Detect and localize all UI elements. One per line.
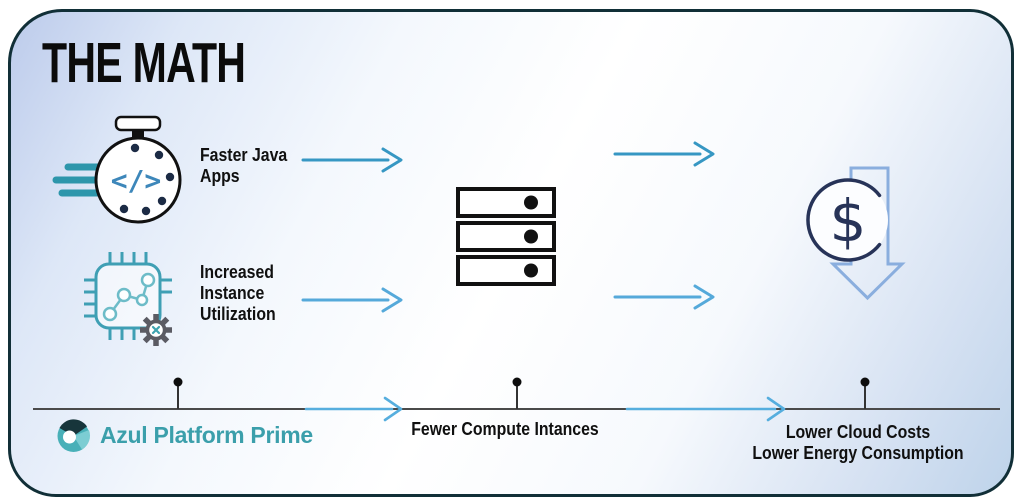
flow-arrow-top-left (301, 147, 403, 173)
dollar-down-arrow-icon: $ (795, 156, 910, 321)
svg-text:</>: </> (111, 164, 162, 197)
flow-arrow-bottom-right (613, 284, 715, 310)
azul-logo: Azul Platform Prime (55, 417, 313, 454)
azul-logo-icon (57, 419, 91, 452)
flow-arrow-bottom-left (301, 287, 403, 313)
flow-arrow-top-right (613, 141, 715, 167)
down-arrow-outline (829, 166, 906, 301)
brand-name: Azul Platform Prime (100, 422, 313, 448)
lower-costs-label: Lower Cloud Costs Lower Energy Consumpti… (752, 422, 964, 463)
increased-utilization-label: Increased Instance Utilization (200, 262, 276, 324)
stopwatch-code-icon: </> (52, 112, 187, 232)
server-stack-icon (455, 186, 560, 289)
chip-gear-icon (72, 240, 187, 355)
dollar-sign: $ (830, 187, 867, 255)
faster-java-apps-label: Faster Java Apps (200, 145, 288, 186)
gear-icon (140, 314, 172, 346)
page-title: THE MATH (42, 31, 246, 95)
fewer-compute-instances-label: Fewer Compute Intances (411, 419, 599, 439)
